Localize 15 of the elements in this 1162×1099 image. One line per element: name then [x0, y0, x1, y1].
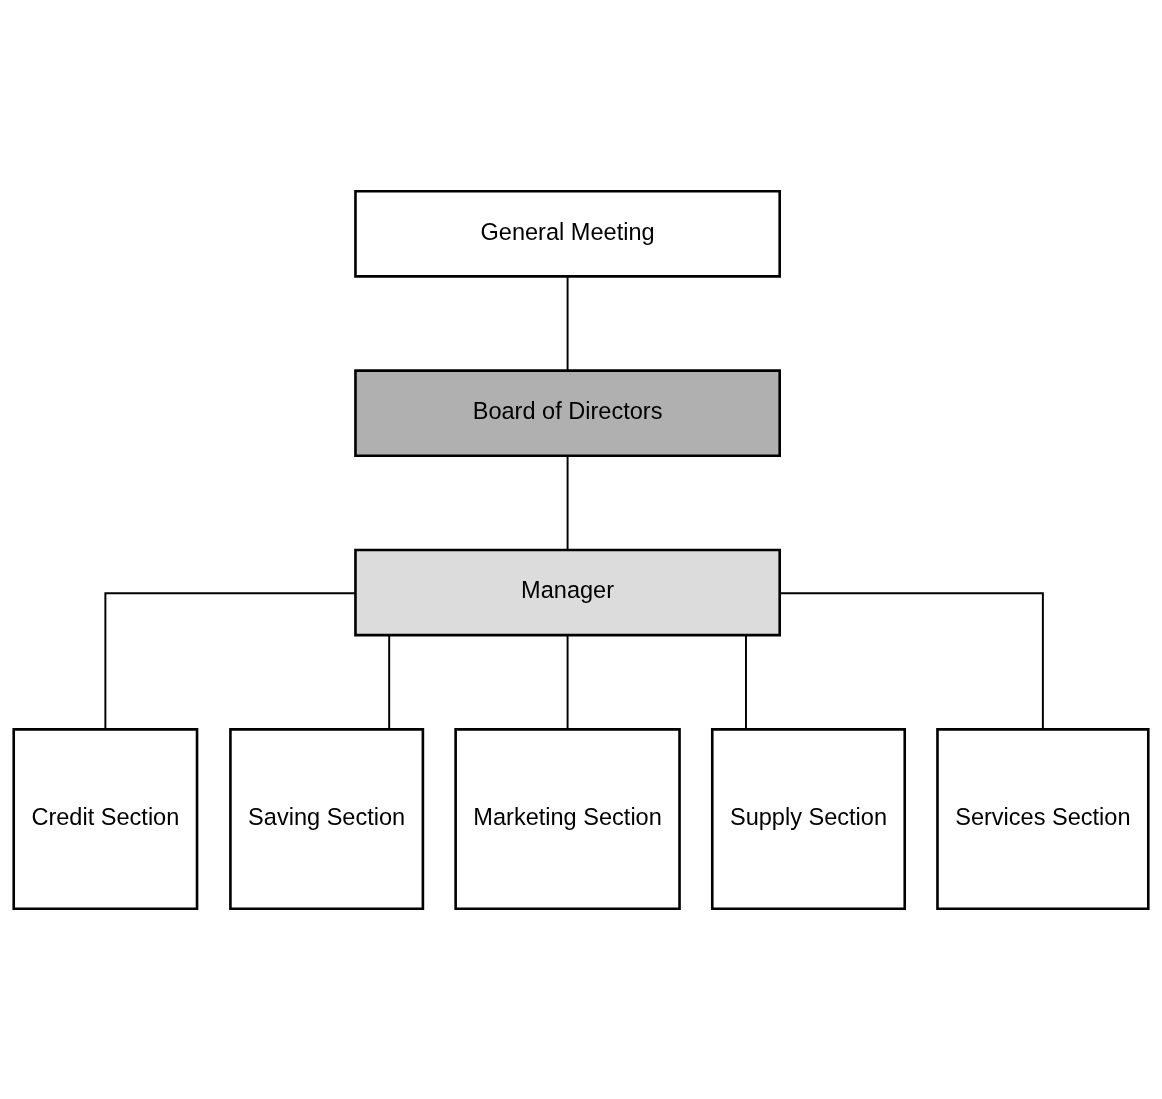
connector	[778, 591, 1044, 730]
node-box: Board of Directors	[354, 368, 781, 457]
node-box: Manager	[354, 548, 781, 636]
node-box: Supply Section	[710, 727, 907, 910]
connector	[745, 633, 747, 730]
connector	[104, 591, 357, 730]
node-box: Credit Section	[12, 727, 199, 910]
connector	[388, 633, 391, 730]
connector	[566, 454, 569, 551]
node-box: General Meeting	[354, 189, 781, 278]
node-box: Services Section	[936, 727, 1150, 910]
node-box: Marketing Section	[454, 727, 681, 910]
node-box: Saving Section	[229, 727, 425, 910]
connector	[566, 275, 569, 372]
connector	[566, 633, 569, 730]
